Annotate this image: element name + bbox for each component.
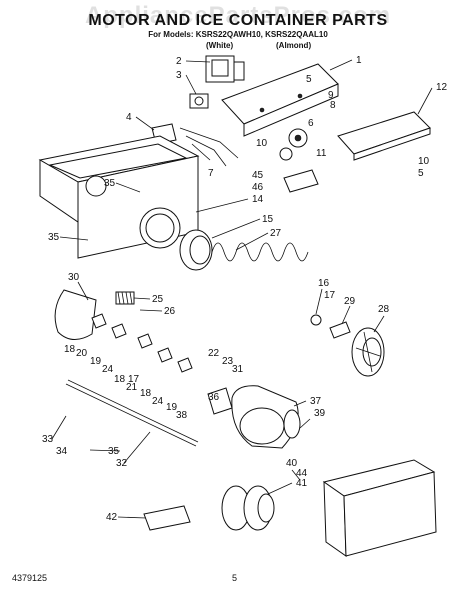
leader-lines: [51, 59, 433, 519]
callout-5-top: 5: [306, 74, 312, 85]
callout-45: 45: [252, 170, 264, 181]
auger-spring-27: [211, 242, 309, 262]
motor-bracket-plate: [221, 63, 339, 137]
callout-19-a: 19: [90, 356, 102, 367]
callout-16: 16: [318, 278, 330, 289]
washer-17: [310, 314, 322, 326]
motor-mount-bracket: [207, 387, 233, 415]
watermark-text: AppliancePartsPros.com: [84, 2, 392, 29]
callout-1: 1: [356, 55, 362, 66]
callout-25: 25: [152, 294, 164, 305]
bracket-46: [283, 169, 319, 193]
callout-2: 2: [176, 56, 182, 67]
callout-36: 36: [208, 392, 220, 403]
wiring-harness: [179, 127, 239, 167]
models-subtitle: For Models: KSRS22QAWH10, KSRS22QAAL10: [148, 30, 328, 39]
callout-31: 31: [232, 364, 244, 375]
callout-14: 14: [252, 194, 264, 205]
callout-5-right: 5: [418, 168, 424, 179]
crusher-blades-stack: [91, 313, 193, 373]
callout-27: 27: [270, 228, 282, 239]
callout-23: 23: [222, 356, 234, 367]
callout-17-left: 17: [128, 374, 140, 385]
callout-18-a: 18: [64, 344, 76, 355]
page-number: 5: [232, 573, 238, 583]
callout-8: 8: [330, 100, 336, 111]
bulb-45: [279, 147, 293, 161]
drive-shaft-32: [65, 379, 199, 447]
control-unit: [205, 55, 245, 83]
callout-38: 38: [176, 410, 188, 421]
callout-24-b: 24: [152, 396, 164, 407]
callout-44: 44: [296, 468, 308, 479]
callout-30: 30: [68, 272, 80, 283]
crusher-blade-25: [115, 291, 135, 305]
solenoid: [189, 93, 209, 109]
callout-7: 7: [208, 168, 214, 179]
callout-12: 12: [436, 82, 448, 93]
callout-35-top: 35: [104, 178, 116, 189]
callout-6: 6: [308, 118, 314, 129]
auger-15: [179, 229, 213, 271]
gear-11: [288, 128, 308, 148]
callout-41: 41: [296, 478, 308, 489]
callout-20: 20: [76, 348, 88, 359]
variant-almond: (Almond): [276, 41, 312, 50]
callout-24-a: 24: [102, 364, 114, 375]
ice-container: [38, 135, 200, 259]
crusher-housing-30: [54, 289, 97, 340]
callout-19-b: 19: [166, 402, 178, 413]
callout-32: 32: [116, 458, 128, 469]
drive-coupling-41: [221, 485, 275, 531]
callout-29: 29: [344, 296, 356, 307]
callout-21: 21: [126, 382, 138, 393]
drive-motor-37: [231, 385, 301, 449]
callout-18-c: 18: [140, 388, 152, 399]
callout-18-b: 18: [114, 374, 126, 385]
callout-42: 42: [106, 512, 118, 523]
callout-15: 15: [262, 214, 274, 225]
impeller-28: [351, 327, 385, 377]
doc-number: 4379125: [12, 573, 48, 583]
callout-labels: 1 2 3 4 5 5 6 7 8 9 10 10 11 12 14 15 16…: [42, 55, 448, 523]
callout-34: 34: [56, 446, 68, 457]
callout-33: 33: [42, 434, 54, 445]
callout-9: 9: [328, 90, 334, 101]
motor-cover-44: [322, 459, 437, 557]
callout-10-left: 10: [256, 138, 268, 149]
callout-11: 11: [316, 148, 327, 159]
cover-plate-12: [337, 111, 431, 161]
callout-28: 28: [378, 304, 390, 315]
callout-39: 39: [314, 408, 326, 419]
bearing-29: [329, 321, 351, 339]
callout-10-right: 10: [418, 156, 430, 167]
callout-46: 46: [252, 182, 264, 193]
callout-40: 40: [286, 458, 298, 469]
callout-3: 3: [176, 70, 182, 81]
callout-35-bottom: 35: [108, 446, 120, 457]
callout-37: 37: [310, 396, 322, 407]
callout-4: 4: [126, 112, 132, 123]
insulation-pad-42: [143, 505, 191, 531]
diagram-title: MOTOR AND ICE CONTAINER PARTS: [88, 12, 388, 29]
callout-26: 26: [164, 306, 176, 317]
callout-22: 22: [208, 348, 220, 359]
callout-17-right: 17: [324, 290, 336, 301]
variant-white: (White): [206, 41, 234, 50]
callout-35-mid: 35: [48, 232, 60, 243]
